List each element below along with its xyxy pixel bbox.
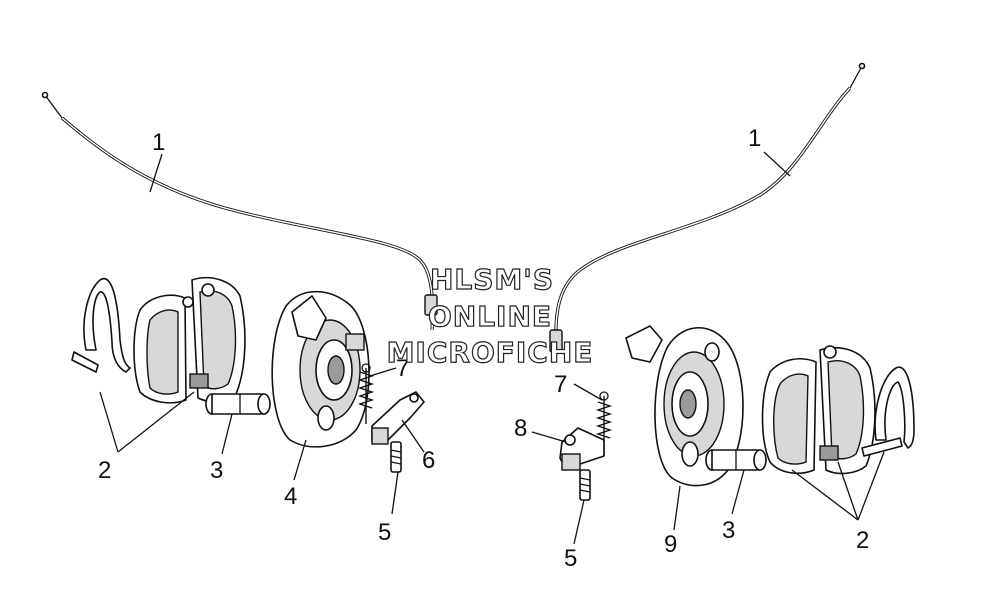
- left-cam-shaft: [205, 393, 271, 415]
- left-backing-plate: [271, 290, 370, 448]
- callout-left-1: 1: [152, 129, 165, 156]
- callout-left-3: 3: [210, 457, 223, 484]
- callout-left-4: 4: [284, 483, 297, 510]
- callout-left-2: 2: [98, 457, 111, 484]
- right-cam-shaft: [705, 449, 767, 471]
- callout-left-6: 6: [422, 447, 435, 474]
- watermark-line-3: MICROFICHE: [387, 336, 594, 369]
- callout-left-5: 5: [378, 519, 391, 546]
- leader-lines: [99, 151, 885, 545]
- callout-right-9: 9: [664, 531, 677, 558]
- watermark: HLSM'S ONLINE MICROFICHE: [386, 262, 594, 369]
- right-brake-shoes: [761, 345, 876, 475]
- left-brake-cable: [41, 91, 438, 331]
- callout-right-3: 3: [722, 517, 735, 544]
- callout-right-5: 5: [564, 545, 577, 572]
- callout-right-8: 8: [514, 415, 527, 442]
- right-backing-plate: [625, 325, 744, 487]
- callout-labels: 1 1 2 2 3 3 4 5 5 6 7 7 8 9: [98, 125, 869, 572]
- left-brake-arm: [371, 391, 425, 445]
- callout-right-2: 2: [856, 527, 869, 554]
- left-return-spring: [357, 363, 375, 424]
- right-brake-arm: [559, 427, 605, 471]
- left-retaining-spring: [71, 277, 131, 373]
- right-bolt: [579, 469, 591, 501]
- callout-left-7: 7: [396, 355, 409, 382]
- callout-right-1: 1: [748, 125, 761, 152]
- left-bolt: [390, 441, 402, 473]
- watermark-line-1: HLSM'S: [430, 263, 554, 296]
- right-brake-cable: [549, 62, 866, 353]
- watermark-line-2: ONLINE: [428, 300, 552, 333]
- callout-right-7: 7: [554, 371, 567, 398]
- right-retaining-spring: [861, 366, 915, 457]
- left-brake-shoes: [133, 276, 246, 404]
